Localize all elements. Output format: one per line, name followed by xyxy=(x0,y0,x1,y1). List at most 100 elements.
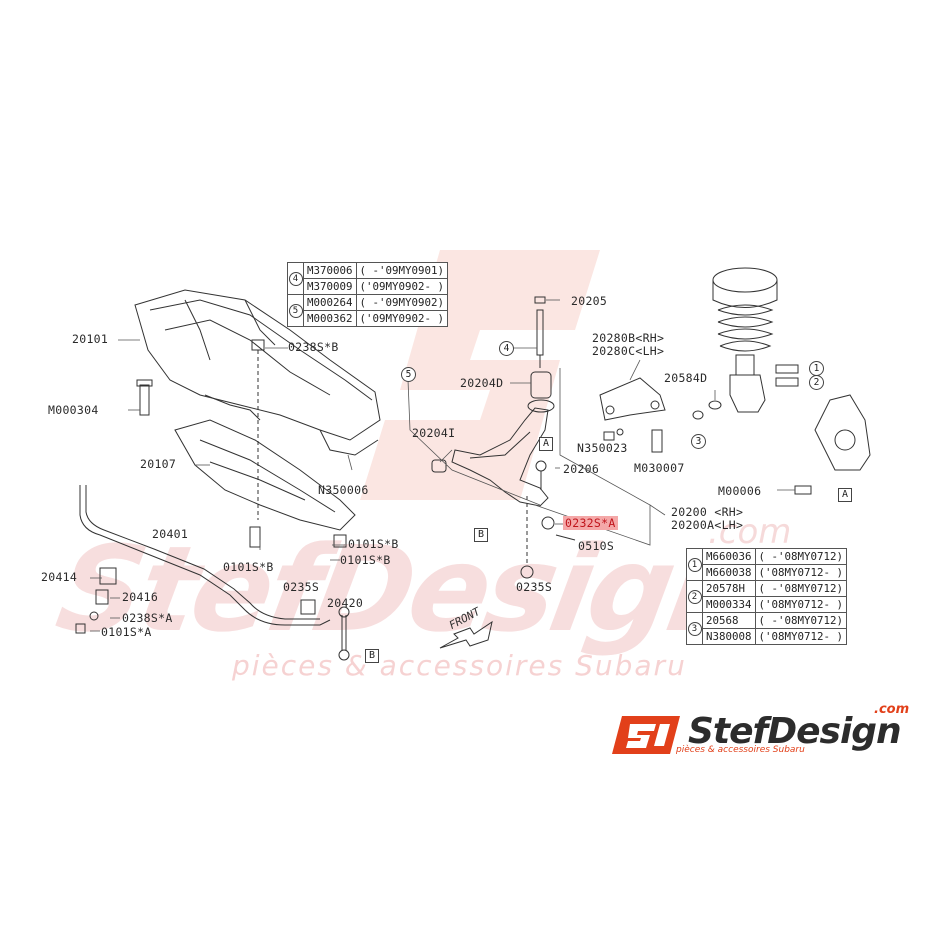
brace xyxy=(174,419,356,548)
spec-row: M000362('09MY0902- ) xyxy=(288,310,449,327)
watermark-logo-shape xyxy=(360,250,600,500)
label-0101s-b-1: 0101S*B xyxy=(348,537,399,551)
ref-box-b-2: B xyxy=(365,649,379,663)
stefdesign-logo-mark xyxy=(612,716,680,754)
spec-row: M370009('09MY0902- ) xyxy=(288,278,449,295)
spec-model-range: ( -'09MY0902) xyxy=(355,294,449,311)
spec-part-number: M660038 xyxy=(702,564,756,581)
spec-part-number: M370009 xyxy=(303,278,357,295)
spec-part-number: M000362 xyxy=(303,310,357,327)
label-20414: 20414 xyxy=(41,570,78,584)
spec-part-number: 20578H xyxy=(702,580,756,597)
logo-tagline: pièces & accessoires Subaru xyxy=(676,745,805,755)
spec-row-callout: 5 xyxy=(287,294,304,327)
spec-row-callout: 1 xyxy=(686,548,703,581)
label-0101s-b-2: 0101S*B xyxy=(340,553,391,567)
logo-com: .com xyxy=(874,702,910,717)
leader-lines xyxy=(90,299,795,632)
callout-3: 3 xyxy=(691,434,706,449)
label-20200a: 20200A<LH> xyxy=(671,518,744,532)
bushing-20204d xyxy=(527,371,555,413)
label-20416: 20416 xyxy=(122,590,159,604)
washers xyxy=(616,400,722,436)
spec-model-range: ('08MY0712- ) xyxy=(754,628,848,645)
spec-model-range: ( -'09MY0901) xyxy=(355,262,449,279)
ball-joint-nut xyxy=(541,516,576,541)
label-n350006: N350006 xyxy=(318,483,369,497)
spec-model-range: ( -'08MY0712) xyxy=(754,580,848,597)
watermark-com: .com xyxy=(708,512,792,552)
label-0232s-a: 0232S*A xyxy=(563,516,618,530)
callout-4: 4 xyxy=(499,341,514,356)
spec-model-range: ('08MY0712- ) xyxy=(754,596,848,613)
spec-row-callout: 3 xyxy=(686,612,703,645)
watermark-tagline: pièces & accessoires Subaru xyxy=(232,649,687,682)
ref-box-a-1: A xyxy=(539,437,553,451)
spec-part-number: M660036 xyxy=(702,548,756,565)
label-m00006: M00006 xyxy=(718,484,762,498)
label-m030007: M030007 xyxy=(634,461,685,475)
spec-row: M000334('08MY0712- ) xyxy=(687,596,848,613)
label-0235s-2: 0235S xyxy=(516,580,553,594)
front-arrow xyxy=(439,620,493,649)
label-0235s-1: 0235S xyxy=(283,580,320,594)
stabilizer-bar xyxy=(75,485,331,634)
label-0238s-b: 0238S*B xyxy=(288,340,339,354)
crossmember xyxy=(134,289,381,456)
label-n350023: N350023 xyxy=(577,441,628,455)
rear-bracket xyxy=(599,377,666,453)
spec-model-range: ('09MY0902- ) xyxy=(355,278,449,295)
logo-name: StefDesign xyxy=(688,711,902,752)
spec-model-range: ( -'08MY0712) xyxy=(754,612,848,629)
spec-row: N380008('08MY0712- ) xyxy=(687,628,848,645)
lower-arm xyxy=(431,407,549,507)
spec-row-callout: 2 xyxy=(686,580,703,613)
label-20280c: 20280C<LH> xyxy=(592,344,665,358)
bolt-20205 xyxy=(534,296,546,368)
spec-model-range: ( -'08MY0712) xyxy=(754,548,848,565)
spec-part-number: N380008 xyxy=(702,628,756,645)
spec-model-range: ('08MY0712- ) xyxy=(754,564,848,581)
label-20204i: 20204I xyxy=(412,426,456,440)
label-20401: 20401 xyxy=(152,527,189,541)
label-20584d: 20584D xyxy=(664,371,708,385)
spec-part-number: M000264 xyxy=(303,294,357,311)
nut-0235s xyxy=(520,496,534,579)
callout-5: 5 xyxy=(401,367,416,382)
ref-box-a-2: A xyxy=(838,488,852,502)
label-20107: 20107 xyxy=(140,457,177,471)
spec-part-number: M370006 xyxy=(303,262,357,279)
stabilizer-link xyxy=(338,606,350,661)
label-0238s-a: 0238S*A xyxy=(122,611,173,625)
label-0510s: 0510S xyxy=(578,539,615,553)
label-20420: 20420 xyxy=(327,596,364,610)
label-0101s-b-3: 0101S*B xyxy=(223,560,274,574)
steering-knuckle xyxy=(794,394,871,495)
label-20280b: 20280B<RH> xyxy=(592,331,665,345)
label-m000304: M000304 xyxy=(48,403,99,417)
label-20204d: 20204D xyxy=(460,376,504,390)
spec-row: M660038('08MY0712- ) xyxy=(687,564,848,581)
crossmember-bolts xyxy=(136,339,265,520)
strut-assembly xyxy=(712,267,799,413)
spec-model-range: ('09MY0902- ) xyxy=(355,310,449,327)
spec-part-number: 20568 xyxy=(702,612,756,629)
label-20205: 20205 xyxy=(571,294,608,308)
label-20206: 20206 xyxy=(563,462,600,476)
label-20101: 20101 xyxy=(72,332,109,346)
callout-1: 1 xyxy=(809,361,824,376)
callout-2: 2 xyxy=(809,375,824,390)
spec-part-number: M000334 xyxy=(702,596,756,613)
spec-row-callout: 4 xyxy=(287,262,304,295)
ref-box-b-1: B xyxy=(474,528,488,542)
label-20200: 20200 <RH> xyxy=(671,505,744,519)
label-0101s-a: 0101S*A xyxy=(101,625,152,639)
